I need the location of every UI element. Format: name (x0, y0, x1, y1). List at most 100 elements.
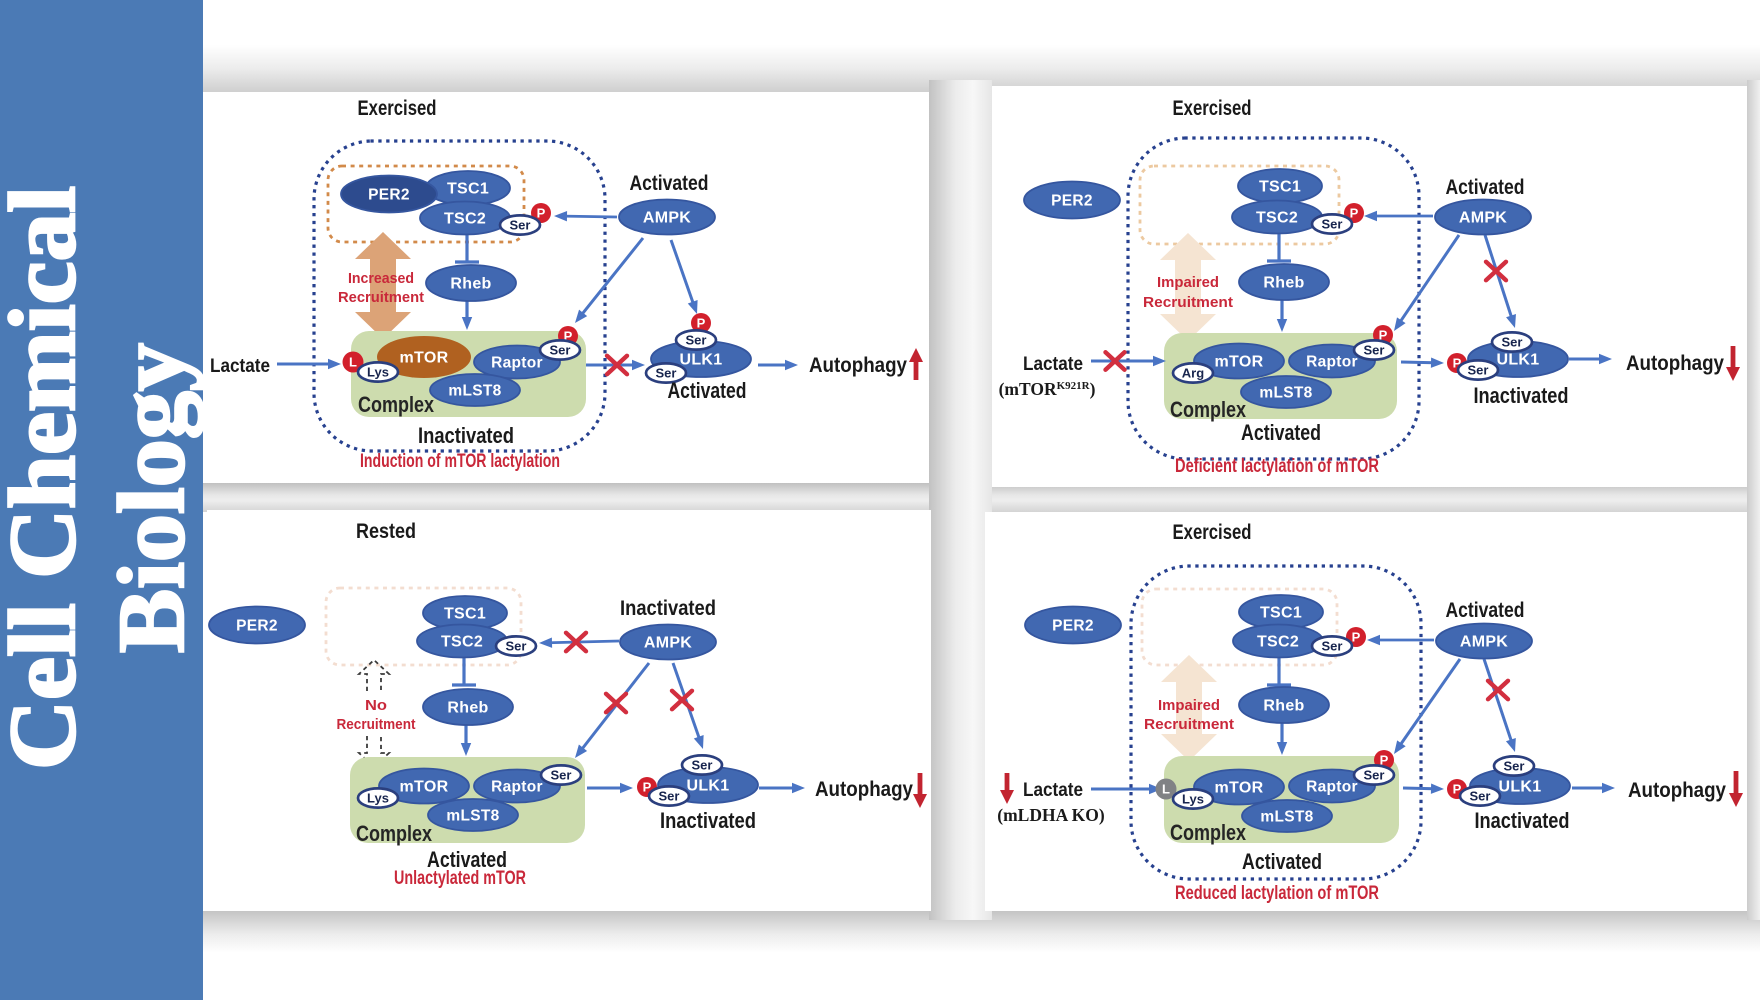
lactate-arrow (1091, 355, 1166, 367)
complex-status-label: Activated (427, 847, 507, 872)
node-shape (425, 264, 517, 302)
node-rheb: Rheb (1238, 686, 1330, 724)
node-label: TSC1 (444, 606, 486, 623)
residue-raptor-ser: Ser (1352, 764, 1396, 786)
node-label: Raptor (1306, 779, 1358, 796)
complex-label: Complex (358, 392, 435, 417)
node-label: mLST8 (446, 808, 499, 825)
node-tsc2: TSC2 (1232, 623, 1324, 659)
node-mtor: mTOR (1193, 768, 1285, 806)
residue-label: Ser (692, 758, 713, 773)
node-shape (340, 174, 438, 214)
node-label: TSC2 (444, 211, 486, 228)
node-shape (1238, 263, 1330, 301)
ampk-status-label: Inactivated (620, 596, 716, 620)
ampk-to-complex-arrow (1394, 234, 1461, 331)
rheb-to-complex-arrow (461, 301, 473, 330)
residue-shape (1492, 755, 1536, 777)
ampk-status-label: Activated (1446, 598, 1525, 622)
node-raptor: Raptor (473, 344, 561, 380)
residue-raptor-ser: Ser (1352, 339, 1396, 361)
node-raptor: Raptor (473, 768, 561, 804)
residue-shape (1171, 362, 1215, 384)
journal-title-line2: Biology (100, 343, 203, 653)
node-shape (619, 623, 717, 661)
rheb-to-complex-arrow (1276, 300, 1288, 332)
recruitment-label-line1: Increased (348, 271, 414, 287)
node-tsc2: TSC2 (419, 200, 511, 236)
no-recruitment-arrow-down (356, 736, 392, 769)
residue-shape (1352, 764, 1396, 786)
node-label: TSC1 (1260, 605, 1302, 622)
lactate-label: Lactate (210, 356, 270, 377)
residue-shape (1456, 359, 1500, 381)
mark-label: P (643, 780, 652, 795)
recruitment-label-line2: Recruitment (338, 290, 424, 306)
residue-shape (674, 329, 718, 351)
ulk1-status-label: Inactivated (1474, 383, 1569, 408)
panel-condition-title: Exercised (1173, 520, 1252, 544)
residue-label: Ser (1468, 363, 1489, 378)
complex-status-label: Inactivated (418, 423, 514, 448)
node-label: mTOR (1215, 780, 1264, 797)
node-shape (473, 768, 561, 804)
residue-tsc2-ser: Ser (498, 214, 542, 236)
residue-label: Lys (367, 791, 389, 806)
tsc2-inhibits-rheb-tbar (1267, 658, 1291, 687)
recruitment-label-line1: No (365, 698, 387, 714)
sidebar-background (0, 0, 203, 1000)
node-shape (1241, 799, 1333, 833)
node-label: mLST8 (448, 383, 501, 400)
recruitment-label-line2: Recruitment (1144, 717, 1234, 733)
residue-shape (1310, 635, 1354, 657)
residue-shape (647, 785, 691, 807)
lactate-arrow (1091, 783, 1162, 795)
residue-shape (1352, 339, 1396, 361)
node-ampk: AMPK (618, 198, 716, 236)
node-label: TSC2 (1256, 210, 1298, 227)
node-label: AMPK (1460, 634, 1508, 651)
complex-to-ulk1-arrow (1400, 357, 1444, 368)
node-shape (473, 344, 561, 380)
panel-caption: Induction of mTOR lactylation (360, 451, 560, 472)
node-label: Raptor (1306, 354, 1358, 371)
panel-condition-title: Exercised (358, 96, 437, 120)
residue-mtor-site: Lys (356, 787, 400, 809)
mark-label: L (1162, 782, 1170, 797)
node-per2: PER2 (1024, 605, 1122, 645)
x-complex-to-ulk1 (604, 353, 630, 377)
lactate-sub-label: (mTORK921R) (999, 379, 1096, 399)
complex-to-ulk1-arrow (587, 782, 633, 794)
residue-shape (356, 361, 400, 383)
residue-shape (1171, 788, 1215, 810)
pathway-diagram-top-left: TSC1TSC2PER2PSerRhebAMPKRaptormTORmLST8L… (210, 96, 923, 472)
residue-ulk1-ser-top: Ser (674, 329, 718, 351)
node-ampk: AMPK (1435, 622, 1533, 660)
mark-label: L (349, 355, 357, 370)
lactyl-mark-mtor: L (342, 351, 364, 373)
node-rheb: Rheb (422, 688, 514, 726)
autophagy-down-arrow (1729, 771, 1743, 807)
residue-ulk1-ser-top: Ser (1490, 331, 1534, 353)
node-label: AMPK (1459, 210, 1507, 227)
residue-ulk1-ser-bottom: Ser (644, 362, 688, 384)
node-shape (377, 336, 471, 378)
x-ampk-to-ulk1 (1483, 259, 1509, 283)
residue-ulk1-ser-bottom: Ser (1458, 785, 1502, 807)
residue-tsc2-ser: Ser (1310, 213, 1354, 235)
mark-label: P (1379, 328, 1388, 343)
autophagy-down-arrow (1726, 346, 1740, 381)
ampk-to-complex-arrow (575, 662, 651, 758)
mark-label: P (1453, 782, 1462, 797)
residue-ulk1-ser-top: Ser (1492, 755, 1536, 777)
ulk1-to-autophagy-arrow (1569, 353, 1612, 365)
autophagy-label: Autophagy (809, 353, 907, 377)
mark-shape (342, 351, 364, 373)
journal-title-line1: Cell Chemical (0, 186, 95, 770)
shadow-band-gutter (929, 80, 992, 920)
